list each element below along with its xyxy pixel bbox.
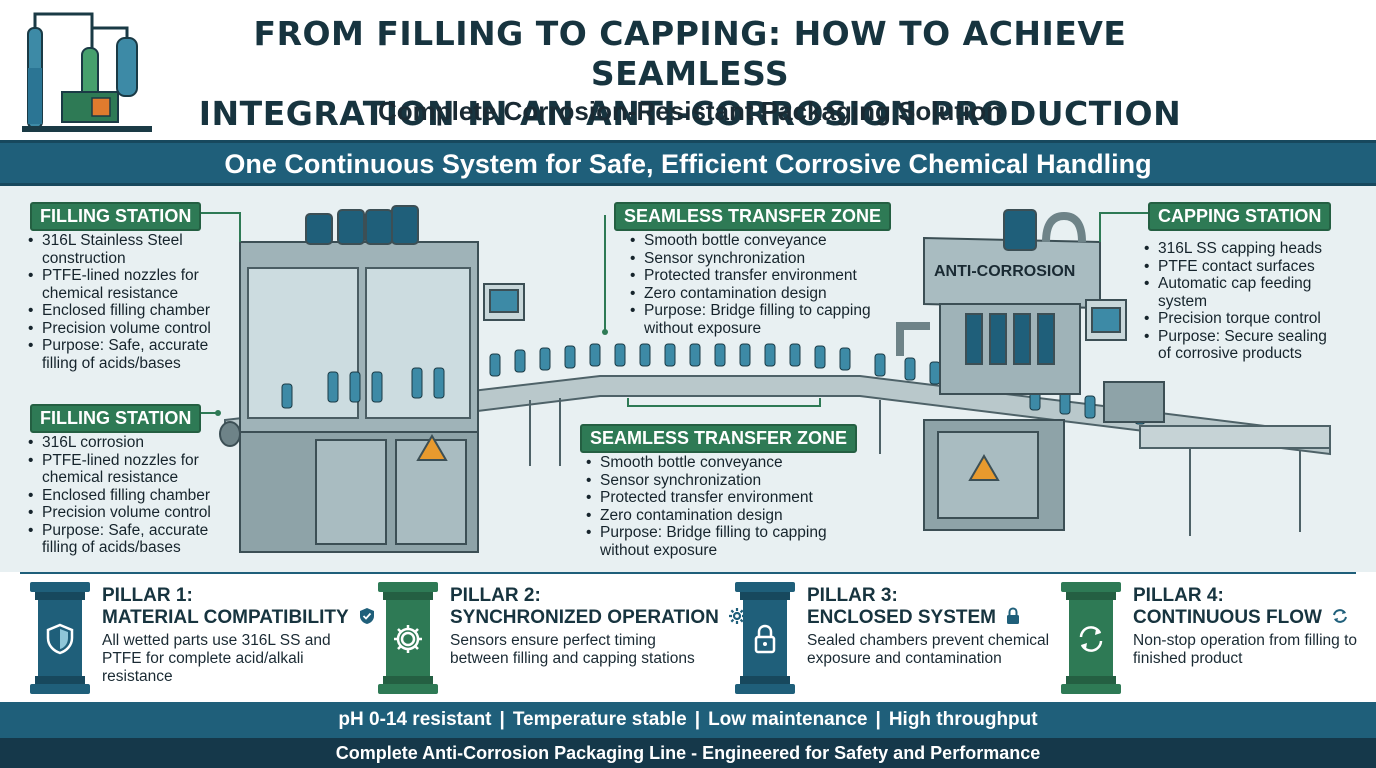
production-line-diagram: ANTI-CORROSION xyxy=(0,186,1376,572)
bullet-item: PTFE-lined nozzles for chemical resistan… xyxy=(28,452,228,487)
bullet-item: Precision volume control xyxy=(28,504,228,522)
pillar-description: Sensors ensure perfect timing between fi… xyxy=(450,632,695,667)
bullet-item: Purpose: Bridge filling to capping witho… xyxy=(630,302,880,337)
separator: | xyxy=(694,709,701,730)
pillar-column-icon xyxy=(1061,582,1121,694)
bullet-item: Automatic cap feeding system xyxy=(1144,275,1344,310)
capping-station-tag: CAPPING STATION xyxy=(1148,202,1332,231)
pillars-section: PILLAR 1: MATERIAL COMPATIBILITY All wet… xyxy=(0,572,1376,702)
bullet-item: Zero contamination design xyxy=(630,285,880,303)
bullet-item: Enclosed filling chamber xyxy=(28,302,228,320)
separator: | xyxy=(499,709,505,730)
tagline-bar: Complete Anti-Corrosion Packaging Line -… xyxy=(0,738,1376,768)
pillar-4: PILLAR 4: CONTINUOUS FLOW Non-stop opera… xyxy=(1061,582,1361,700)
filling-station-bullets: 316L Stainless Steel construction PTFE-l… xyxy=(28,232,228,372)
gear-icon xyxy=(394,625,422,653)
pillar-2: PILLAR 2: SYNCHRONIZED OPERATION Sensors… xyxy=(378,582,746,700)
production-plant-icon xyxy=(22,12,152,132)
cycle-arrows-icon xyxy=(1079,626,1103,652)
cycle-arrows-icon xyxy=(1333,609,1348,623)
bullet-item: 316L SS capping heads xyxy=(1144,240,1344,258)
machinery-illustration: ANTI-CORROSION xyxy=(186,205,1331,553)
capping-machine: ANTI-CORROSION xyxy=(896,209,1165,531)
pillar-name: ENCLOSED SYSTEM xyxy=(807,607,996,628)
lock-icon xyxy=(754,624,776,654)
pillar-column-icon xyxy=(30,582,90,694)
pillar-label: PILLAR 1: xyxy=(102,585,193,606)
pillar-title: PILLAR 4: CONTINUOUS FLOW xyxy=(1133,585,1349,629)
bullet-item: Precision volume control xyxy=(28,320,228,338)
banner-text: One Continuous System for Safe, Efficien… xyxy=(224,149,1152,179)
feature-list: pH 0-14 resistant | Temperature stable | Low… xyxy=(0,709,1376,731)
filling-station-bullets-2: 316L corrosion PTFE-lined nozzles for ch… xyxy=(28,434,228,557)
feature-item: pH 0-14 resistant xyxy=(338,709,492,730)
shield-icon xyxy=(359,608,374,624)
bullet-item: Purpose: Secure sealing of corrosive pro… xyxy=(1144,328,1344,363)
bullet-item: Smooth bottle conveyance xyxy=(586,454,848,472)
pillar-description: Non-stop operation from filling to finis… xyxy=(1133,632,1358,667)
bullet-item: Protected transfer environment xyxy=(630,267,880,285)
pillar-title: PILLAR 2: SYNCHRONIZED OPERATION xyxy=(450,585,746,629)
pillar-title: PILLAR 1: MATERIAL COMPATIBILITY xyxy=(102,585,376,629)
transfer-zone-bullets: Smooth bottle conveyance Sensor synchron… xyxy=(630,232,880,337)
bullet-item: 316L Stainless Steel construction xyxy=(28,232,228,267)
transfer-zone-bullets-2: Smooth bottle conveyance Sensor synchron… xyxy=(586,454,848,559)
pillar-name: MATERIAL COMPATIBILITY xyxy=(102,607,349,628)
bullet-item: Smooth bottle conveyance xyxy=(630,232,880,250)
bullet-item: Protected transfer environment xyxy=(586,489,848,507)
pillar-column-icon xyxy=(735,582,795,694)
bullet-item: Zero contamination design xyxy=(586,507,848,525)
filling-machine xyxy=(219,205,525,553)
bullet-item: Sensor synchronization xyxy=(586,472,848,490)
bullet-item: Purpose: Safe, accurate filling of acids… xyxy=(28,337,228,372)
pillar-name: CONTINUOUS FLOW xyxy=(1133,607,1322,628)
page-title: FROM FILLING TO CAPPING: HOW TO ACHIEVE … xyxy=(170,14,1210,174)
feature-item: Low maintenance xyxy=(708,709,868,730)
pillar-column-icon xyxy=(378,582,438,694)
feature-bar: pH 0-14 resistant | Temperature stable | Low… xyxy=(0,702,1376,738)
header: FROM FILLING TO CAPPING: HOW TO ACHIEVE … xyxy=(0,0,1376,173)
bullet-item: Enclosed filling chamber xyxy=(28,487,228,505)
filling-station-tag-2: FILLING STATION xyxy=(30,404,202,433)
bullet-item: PTFE contact surfaces xyxy=(1144,258,1344,276)
bullet-item: Purpose: Safe, accurate filling of acids… xyxy=(28,522,228,557)
capping-station-bullets: 316L SS capping heads PTFE contact surfa… xyxy=(1144,240,1344,363)
bullet-item: PTFE-lined nozzles for chemical resistan… xyxy=(28,267,228,302)
bullet-item: Sensor synchronization xyxy=(630,250,880,268)
title-line-1: FROM FILLING TO CAPPING: HOW TO ACHIEVE … xyxy=(253,14,1127,93)
feature-item: High throughput xyxy=(888,709,1038,730)
pillar-description: All wetted parts use 316L SS and PTFE fo… xyxy=(102,632,331,685)
lock-icon xyxy=(1007,607,1020,624)
page-subtitle: Complete Corrosion-Resistant Packaging S… xyxy=(377,96,1003,126)
pillar-description: Sealed chambers prevent chemical exposur… xyxy=(807,632,1050,667)
banner: One Continuous System for Safe, Efficien… xyxy=(0,140,1376,186)
bullet-item: Precision torque control xyxy=(1144,310,1344,328)
filling-station-tag: FILLING STATION xyxy=(30,202,202,231)
capper-sign: ANTI-CORROSION xyxy=(934,263,1075,280)
feature-item: Temperature stable xyxy=(512,709,687,730)
transfer-zone-tag-2: SEAMLESS TRANSFER ZONE xyxy=(580,424,858,453)
shield-icon xyxy=(46,623,74,655)
divider xyxy=(20,572,1356,574)
bullet-item: Purpose: Bridge filling to capping witho… xyxy=(586,524,848,559)
transfer-zone-tag: SEAMLESS TRANSFER ZONE xyxy=(614,202,892,231)
separator: | xyxy=(875,709,881,730)
pillar-name: SYNCHRONIZED OPERATION xyxy=(450,607,719,628)
pillar-3: PILLAR 3: ENCLOSED SYSTEM Sealed chamber… xyxy=(735,582,1049,700)
tagline: Complete Anti-Corrosion Packaging Line -… xyxy=(335,743,1041,763)
pillar-label: PILLAR 3: xyxy=(807,585,898,606)
pillar-label: PILLAR 2: xyxy=(450,585,541,606)
pillar-title: PILLAR 3: ENCLOSED SYSTEM xyxy=(807,585,1021,629)
pillar-label: PILLAR 4: xyxy=(1133,585,1224,606)
bullet-item: 316L corrosion xyxy=(28,434,228,452)
pillar-1: PILLAR 1: MATERIAL COMPATIBILITY All wet… xyxy=(30,582,374,700)
